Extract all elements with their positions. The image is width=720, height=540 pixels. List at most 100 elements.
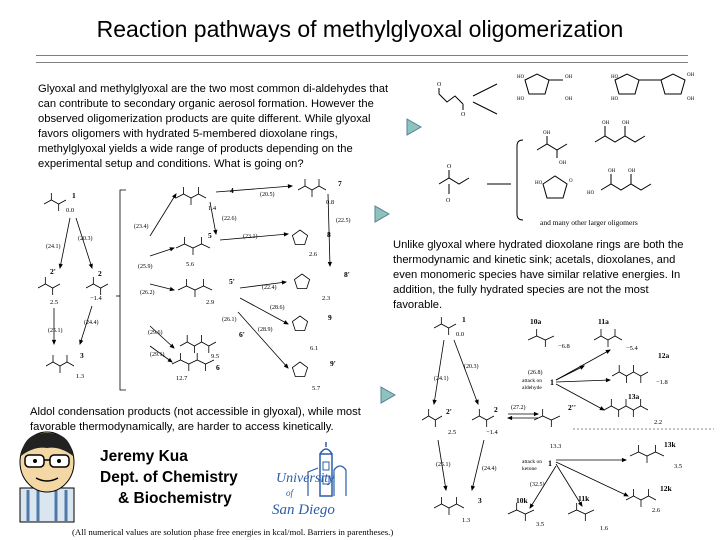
energy-value: 6.1 bbox=[310, 345, 318, 352]
reaction-arrow bbox=[149, 283, 175, 291]
arrowhead bbox=[623, 492, 629, 497]
reaction-arrow bbox=[433, 339, 445, 405]
energy-value: 2.3 bbox=[322, 295, 330, 302]
ring-structure bbox=[291, 361, 309, 377]
title-rule-top bbox=[36, 55, 688, 56]
barrier-value: (28.6) bbox=[270, 304, 285, 311]
logo-text-university: University bbox=[276, 471, 335, 486]
barrier-value: (29.6) bbox=[148, 329, 163, 336]
arrowhead bbox=[58, 263, 63, 270]
reaction-arrow bbox=[239, 297, 289, 325]
aldol-paragraph: Aldol condensation products (not accessi… bbox=[30, 406, 361, 433]
bracket bbox=[119, 189, 126, 391]
molecule-structure bbox=[471, 409, 495, 427]
top-right-caption: and many other larger oligomers bbox=[540, 218, 638, 227]
energy-value: 2.6 bbox=[652, 507, 661, 514]
energy-value: 3.5 bbox=[674, 463, 682, 470]
svg-text:OH: OH bbox=[628, 169, 636, 174]
attack-ketone-label: attack on bbox=[522, 459, 542, 465]
logo-text-of: of bbox=[286, 488, 295, 498]
energy-value: 0.0 bbox=[66, 207, 74, 214]
middle-paragraph: Unlike glyoxal where hydrated dioxolane … bbox=[393, 239, 684, 311]
energy-value: 0.8 bbox=[326, 199, 334, 206]
attack-aldehyde-label: aldehyde bbox=[522, 385, 542, 391]
reaction-arrow bbox=[219, 233, 289, 241]
barrier-value: (26.8) bbox=[528, 369, 543, 376]
species-label-1: 1 bbox=[72, 191, 76, 200]
svg-text:O: O bbox=[461, 112, 466, 118]
arrowhead bbox=[169, 247, 175, 252]
energy-value: 3.5 bbox=[536, 521, 544, 528]
author-dept-2: & Biochemistry bbox=[118, 490, 232, 507]
species-label-10a: 10a bbox=[530, 317, 542, 326]
species-label-8: 8 bbox=[327, 230, 331, 239]
reaction-arrow bbox=[239, 281, 287, 289]
svg-text:OH: OH bbox=[687, 73, 695, 78]
author-name: Jeremy Kua bbox=[100, 448, 188, 465]
arrowhead bbox=[283, 363, 289, 369]
barrier-value: (25.1) bbox=[48, 327, 63, 334]
ring-structure bbox=[291, 315, 309, 331]
species-label-5p: 5' bbox=[229, 277, 235, 286]
species-label-2p: 2' bbox=[446, 407, 452, 416]
svg-text:OH: OH bbox=[622, 121, 630, 126]
barrier-value: (29.1) bbox=[150, 351, 165, 358]
arrowhead bbox=[51, 339, 57, 346]
energy-value: 5.7 bbox=[312, 385, 321, 392]
reaction-arrow bbox=[327, 193, 331, 267]
species-label-3: 3 bbox=[80, 351, 84, 360]
svg-text:HO: HO bbox=[517, 97, 525, 102]
species-label-13a: 13a bbox=[628, 392, 640, 401]
arrowhead bbox=[327, 261, 333, 268]
molecule-structure bbox=[37, 277, 61, 295]
species-label-2: 2 bbox=[494, 405, 498, 414]
energy-value: 2.5 bbox=[50, 299, 58, 306]
arrowhead bbox=[167, 357, 173, 363]
barrier-value: (24.1) bbox=[46, 243, 61, 250]
arrowhead bbox=[506, 415, 513, 421]
species-label-12k: 12k bbox=[660, 484, 673, 493]
ring-structure bbox=[291, 229, 309, 245]
species-label-6: 6 bbox=[216, 363, 220, 372]
arrowhead bbox=[283, 232, 290, 237]
energy-value: 1.6 bbox=[600, 525, 609, 532]
species-label-9: 9 bbox=[328, 313, 332, 322]
university-logo: University of San Diego bbox=[272, 442, 347, 518]
barrier-value: (26.2) bbox=[140, 289, 155, 296]
svg-text:OH: OH bbox=[602, 121, 610, 126]
barrier-value: (24.4) bbox=[482, 465, 497, 472]
species-label-8p: 8' bbox=[344, 270, 350, 279]
reaction-arrow bbox=[529, 465, 557, 509]
species-label-2: 2 bbox=[98, 269, 102, 278]
species-label-12a: 12a bbox=[658, 351, 670, 360]
molecule-structure bbox=[177, 279, 213, 297]
species-label-3: 3 bbox=[478, 496, 482, 505]
barrier-value: (23.4) bbox=[134, 223, 149, 230]
arrowhead bbox=[281, 280, 288, 285]
right-reaction-scheme: 10.02'2.52−1.42''13.331.310a−6.811a−5.41… bbox=[421, 315, 714, 532]
species-label-13k: 13k bbox=[664, 440, 677, 449]
reaction-arrow bbox=[437, 439, 447, 491]
energy-value: 0.0 bbox=[456, 331, 464, 338]
arrowhead bbox=[474, 399, 479, 405]
reaction-arrow bbox=[555, 463, 583, 507]
svg-text:HO: HO bbox=[587, 191, 595, 196]
barrier-value: (26.1) bbox=[222, 316, 237, 323]
energy-value: 2.2 bbox=[654, 419, 662, 426]
reaction-arrow bbox=[215, 185, 293, 193]
molecule-structure bbox=[527, 329, 555, 347]
arrowhead bbox=[579, 365, 585, 370]
molecule-structure bbox=[43, 193, 67, 211]
energy-value: −1.4 bbox=[90, 295, 103, 302]
energy-value: 2.5 bbox=[448, 429, 456, 436]
reaction-arrow bbox=[209, 201, 217, 235]
svg-text:O: O bbox=[447, 164, 452, 170]
arrowhead bbox=[172, 193, 177, 199]
barrier-value: (20.3) bbox=[78, 235, 93, 242]
energy-value: 12.7 bbox=[176, 375, 188, 382]
scheme-label: 1 bbox=[550, 378, 554, 387]
glyoxal-structure bbox=[438, 88, 464, 110]
reaction-arrow bbox=[555, 461, 629, 497]
attack-aldehyde-label: attack on bbox=[522, 378, 542, 384]
molecule-structure bbox=[297, 179, 327, 197]
